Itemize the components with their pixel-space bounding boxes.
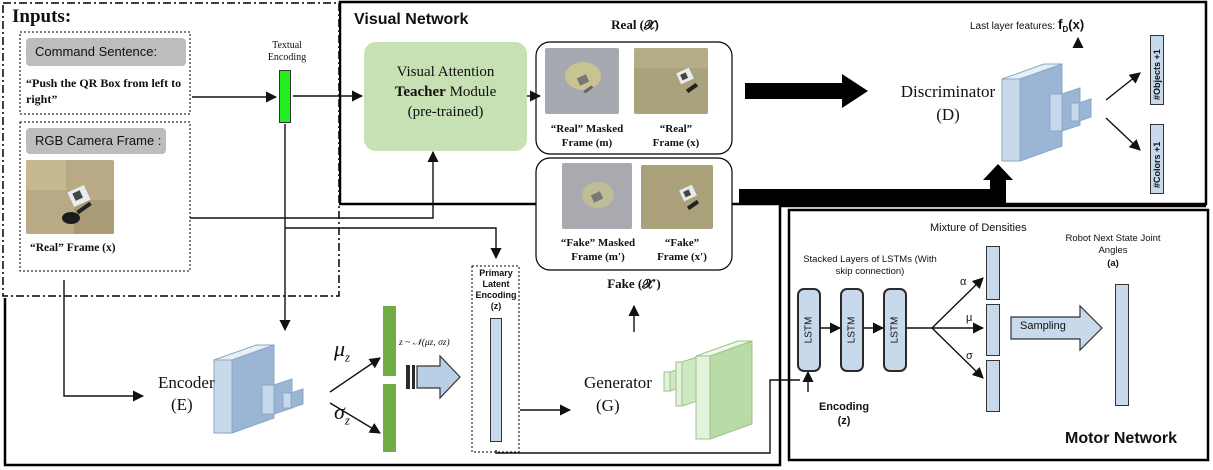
generator-symbol: (G) bbox=[596, 396, 620, 415]
motor-network-frame bbox=[787, 208, 1210, 462]
mu-bar bbox=[383, 306, 396, 376]
teacher-module-word: Module bbox=[445, 84, 497, 100]
generator-label: Generator bbox=[584, 373, 652, 392]
feature-subscript: D bbox=[1062, 25, 1069, 34]
sampling-block-arrow bbox=[416, 354, 461, 400]
frame-to-teacher-arrow bbox=[190, 150, 439, 219]
objects-output-label: #Objects +1 bbox=[1152, 49, 1162, 100]
last-layer-features-label: Last layer features: fD(x) bbox=[970, 16, 1084, 34]
lstm-layer-2: LSTM bbox=[840, 288, 864, 372]
mu-z-label: μz bbox=[334, 336, 350, 365]
frame-to-encoder-arrow bbox=[63, 280, 145, 402]
sigma-density-label: σ bbox=[966, 350, 973, 362]
real-masked-caption: “Real” Masked Frame (m) bbox=[550, 123, 624, 149]
sigma-subscript: z bbox=[344, 412, 350, 428]
generation-frame bbox=[3, 204, 1206, 467]
input-real-frame-image bbox=[26, 160, 114, 234]
encoding-to-latent-arrow bbox=[285, 227, 502, 260]
mu-symbol: μ bbox=[334, 336, 346, 361]
encoder-symbol: (E) bbox=[171, 395, 193, 414]
real-to-discriminator-arrow bbox=[745, 74, 868, 108]
feature-argument: (x) bbox=[1068, 17, 1085, 32]
colors-output-bar bbox=[1150, 124, 1164, 194]
encoder-to-sigma-arrow bbox=[329, 402, 381, 434]
robot-next-state-symbol: (a) bbox=[1107, 258, 1119, 269]
lstm-layer-3: LSTM bbox=[883, 288, 907, 372]
sampling-label: Sampling bbox=[1020, 320, 1066, 332]
colors-output-label: #Colors +1 bbox=[1152, 141, 1162, 188]
alpha-label: α bbox=[960, 276, 967, 288]
generator-cube bbox=[663, 340, 753, 440]
teacher-word: Teacher bbox=[394, 84, 446, 100]
mixture-of-densities-label: Mixture of Densities bbox=[930, 222, 1027, 234]
mu-density-bar bbox=[986, 304, 1000, 356]
to-alpha-arrow bbox=[931, 277, 984, 329]
input-frame-caption: “Real” Frame (x) bbox=[30, 242, 116, 254]
motor-encoding-word: Encoding bbox=[818, 401, 870, 413]
sampling-formula: z ~ 𝒩(μz, σz) bbox=[399, 338, 450, 348]
last-layer-text: Last layer features: bbox=[970, 21, 1056, 32]
primary-latent-bar bbox=[490, 318, 502, 442]
teacher-module-line1: Visual Attention bbox=[396, 64, 495, 80]
lstm-2-label: LSTM bbox=[846, 316, 858, 344]
sigma-density-bar bbox=[986, 360, 1000, 412]
encoder-to-mu-arrow bbox=[329, 357, 381, 393]
fake-masked-image bbox=[562, 163, 632, 229]
real-frame-caption: “Real” Frame (x) bbox=[652, 123, 700, 149]
objects-output-bar bbox=[1150, 35, 1164, 105]
latent-to-motor-arrow bbox=[495, 379, 800, 454]
robot-next-state-label: Robot Next State Joint Angles bbox=[1065, 233, 1161, 256]
sigma-symbol: σ bbox=[334, 399, 345, 424]
discriminator-cube bbox=[1001, 63, 1092, 162]
visual-network-title: Visual Network bbox=[354, 11, 469, 28]
disc-to-colors-arrow bbox=[1105, 117, 1141, 151]
disc-to-objects-arrow bbox=[1105, 72, 1141, 101]
teacher-module-line3: (pre-trained) bbox=[407, 104, 484, 120]
command-sentence-label: Command Sentence: bbox=[26, 38, 186, 66]
lstm-1-label: LSTM bbox=[803, 316, 815, 344]
fake-to-discriminator-arrow bbox=[739, 164, 1013, 205]
real-header: Real (𝓧) bbox=[611, 17, 659, 32]
fake-frame-caption: “Fake” Frame (x′) bbox=[657, 237, 707, 263]
inputs-title: Inputs: bbox=[12, 6, 72, 27]
lstm-layer-1: LSTM bbox=[797, 288, 821, 372]
encoder-label: Encoder bbox=[158, 373, 215, 392]
discriminator-label: Discriminator bbox=[900, 82, 996, 101]
sampling-arrow bbox=[1010, 304, 1103, 352]
fake-header: Fake (𝓧′) bbox=[607, 276, 661, 291]
fake-masked-caption: “Fake” Masked Frame (m′) bbox=[560, 237, 636, 263]
rgb-frame-label: RGB Camera Frame : bbox=[26, 128, 166, 154]
sigma-bar bbox=[383, 384, 396, 452]
textual-encoding-label: Textual Encoding bbox=[267, 40, 307, 63]
motor-encoding-symbol: (z) bbox=[837, 415, 851, 427]
motor-encoding-label: Encoding (z) bbox=[808, 400, 880, 428]
command-sentence-text: “Push the QR Box from left to right” bbox=[26, 76, 182, 106]
feature-symbol: f bbox=[1057, 16, 1063, 32]
mu-subscript: z bbox=[345, 349, 351, 365]
motor-network-title: Motor Network bbox=[1065, 430, 1177, 447]
rgb-frame bbox=[19, 121, 191, 272]
to-sigma-arrow bbox=[931, 327, 984, 379]
lstm-3-label: LSTM bbox=[889, 316, 901, 344]
teacher-module-box bbox=[364, 42, 527, 151]
command-frame bbox=[19, 31, 191, 115]
real-frame-image bbox=[634, 48, 708, 114]
stacked-lstms-label: Stacked Layers of LSTMs (With skip conne… bbox=[803, 254, 937, 277]
teacher-module-line2: Teacher Module bbox=[364, 84, 527, 101]
real-masked-image bbox=[545, 48, 619, 114]
mu-density-label: μ bbox=[966, 312, 973, 324]
sigma-z-label: σz bbox=[334, 399, 350, 428]
discriminator-symbol: (D) bbox=[936, 105, 960, 124]
joint-angles-bar bbox=[1115, 284, 1129, 406]
encoder-cube bbox=[213, 344, 304, 434]
fake-frame-image bbox=[641, 165, 713, 229]
primary-latent-label: Primary Latent Encoding (z) bbox=[475, 268, 517, 311]
alpha-bar bbox=[986, 246, 1000, 300]
textual-encoding-bar bbox=[279, 70, 291, 123]
